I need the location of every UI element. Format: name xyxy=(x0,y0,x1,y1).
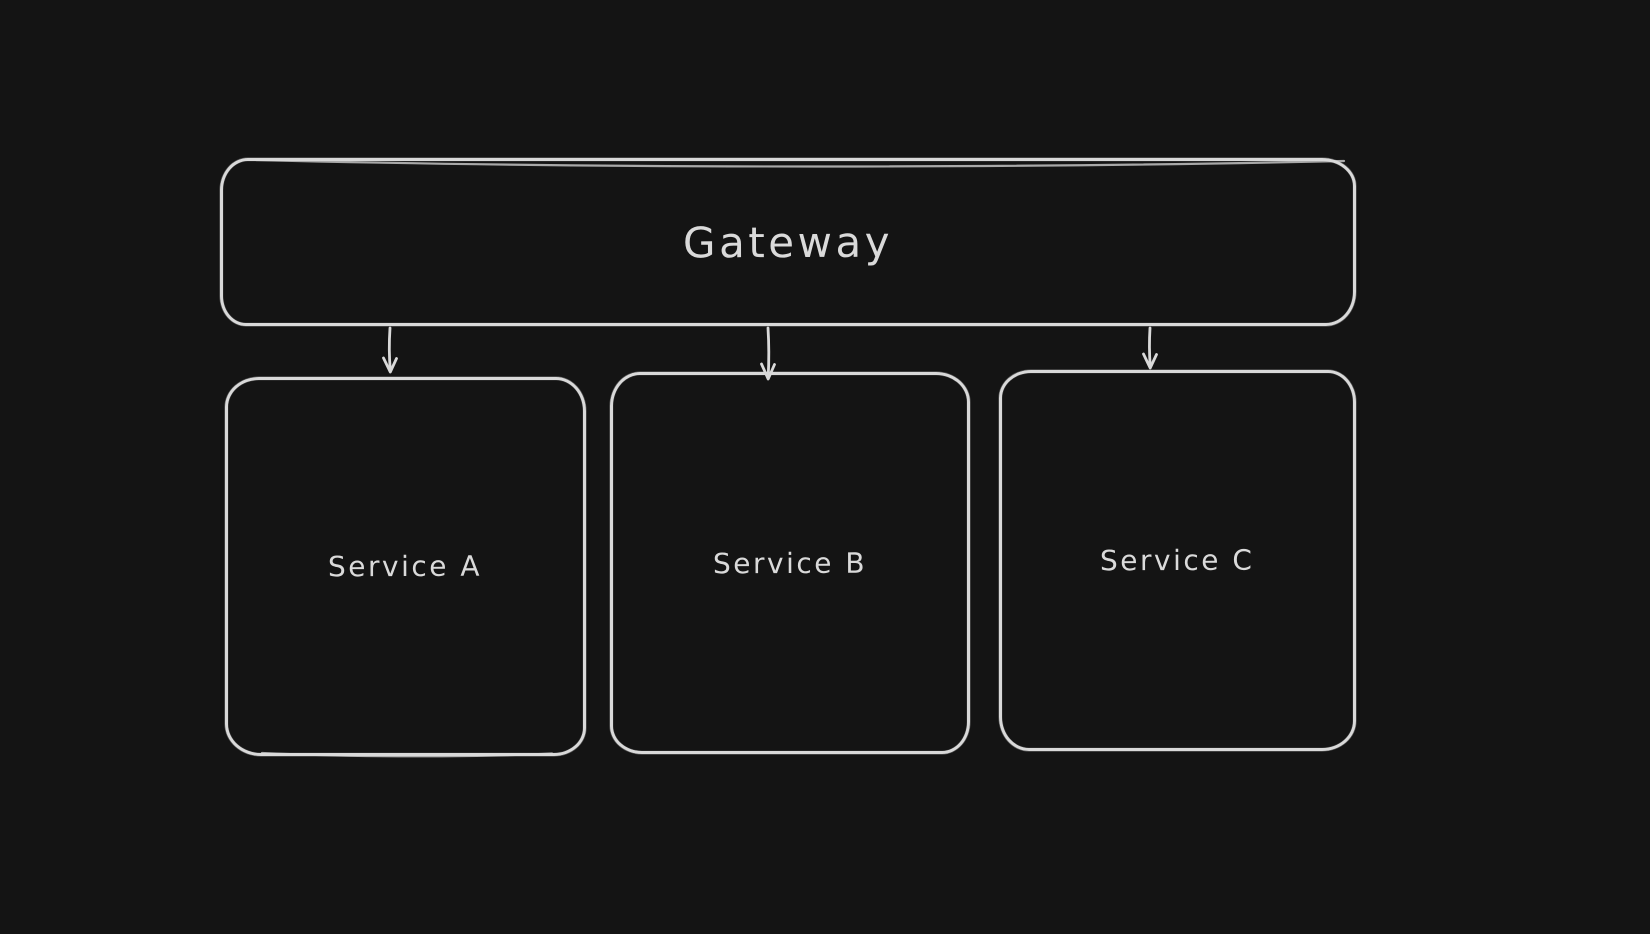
service-a-bottom-overdraw-stroke xyxy=(260,751,554,758)
arrow-gateway-to-service-b[interactable] xyxy=(760,326,776,381)
arrow-gateway-to-service-a[interactable] xyxy=(382,326,398,374)
node-gateway[interactable]: Gateway xyxy=(220,158,1356,326)
arrow-gateway-to-service-c[interactable] xyxy=(1142,326,1158,370)
node-service-a[interactable]: Service A xyxy=(225,377,586,756)
gateway-top-overdraw-stroke xyxy=(254,158,1346,168)
node-service-b[interactable]: Service B xyxy=(610,372,970,754)
node-service-c[interactable]: Service C xyxy=(999,370,1356,751)
